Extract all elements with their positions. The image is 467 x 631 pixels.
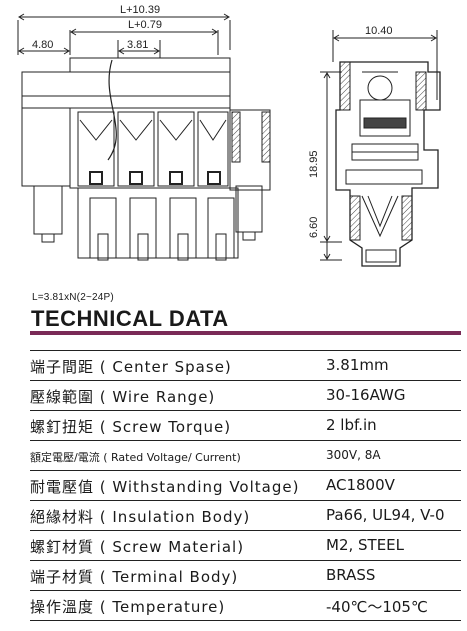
dim-side-width: 10.40 xyxy=(365,25,393,37)
spec-table: 端子間距 ( Center Spase) 3.81mm 壓線範圍 ( Wire … xyxy=(30,350,461,621)
spec-label: 操作溫度 ( Temperature) xyxy=(30,598,226,616)
spec-label: 絕緣材料 ( Insulation Body) xyxy=(30,508,251,526)
dim-left-offset: 4.80 xyxy=(32,39,53,51)
spec-label: 額定電壓/電流 ( Rated Voltage/ Current) xyxy=(30,451,241,464)
spec-row: 操作溫度 ( Temperature) -40℃～105℃ xyxy=(30,591,461,621)
section-heading: TECHNICAL DATA xyxy=(31,306,229,331)
spec-row: 壓線範圍 ( Wire Range) 30-16AWG xyxy=(30,381,461,411)
spec-label: 螺釘材質 ( Screw Material) xyxy=(30,538,245,556)
spec-row: 螺釘扭矩 ( Screw Torque) 2 lbf.in xyxy=(30,411,461,441)
spec-label: 壓線範圍 ( Wire Range) xyxy=(30,388,216,406)
spec-row: 端子材質 ( Terminal Body) BRASS xyxy=(30,561,461,591)
spec-value: M2, STEEL xyxy=(326,536,405,554)
spec-value: 2 lbf.in xyxy=(326,416,377,434)
spec-label: 螺釘扭矩 ( Screw Torque) xyxy=(30,418,232,436)
heading-rule xyxy=(30,331,461,335)
spec-label: 端子材質 ( Terminal Body) xyxy=(30,568,239,586)
spec-value: BRASS xyxy=(326,566,376,584)
spec-row: 端子間距 ( Center Spase) 3.81mm xyxy=(30,350,461,381)
dim-height: 18.95 xyxy=(308,150,320,178)
dim-pin-length: 6.60 xyxy=(308,217,320,238)
length-formula: L=3.81xN(2~24P) xyxy=(32,292,114,303)
spec-row: 螺釘材質 ( Screw Material) M2, STEEL xyxy=(30,531,461,561)
spec-value: Pa66, UL94, V-0 xyxy=(326,506,445,524)
spec-value: AC1800V xyxy=(326,476,395,494)
dim-overall: L+10.39 xyxy=(120,4,160,16)
spec-row: 絕緣材料 ( Insulation Body) Pa66, UL94, V-0 xyxy=(30,501,461,531)
spec-row: 額定電壓/電流 ( Rated Voltage/ Current) 300V, … xyxy=(30,441,461,471)
spec-value: 300V, 8A xyxy=(326,448,381,462)
dim-pitch: 3.81 xyxy=(127,39,148,51)
spec-label: 耐電壓值 ( Withstanding Voltage) xyxy=(30,478,300,496)
dim-inner: L+0.79 xyxy=(128,19,162,31)
spec-value: -40℃～105℃ xyxy=(326,598,428,616)
spec-value: 3.81mm xyxy=(326,356,389,374)
spec-label: 端子間距 ( Center Spase) xyxy=(30,358,232,376)
connector-drawing: L+10.39 L+0.79 4.80 3.81 10.40 18.95 6.6… xyxy=(17,4,441,267)
spec-row: 耐電壓值 ( Withstanding Voltage) AC1800V xyxy=(30,471,461,501)
spec-value: 30-16AWG xyxy=(326,386,406,404)
